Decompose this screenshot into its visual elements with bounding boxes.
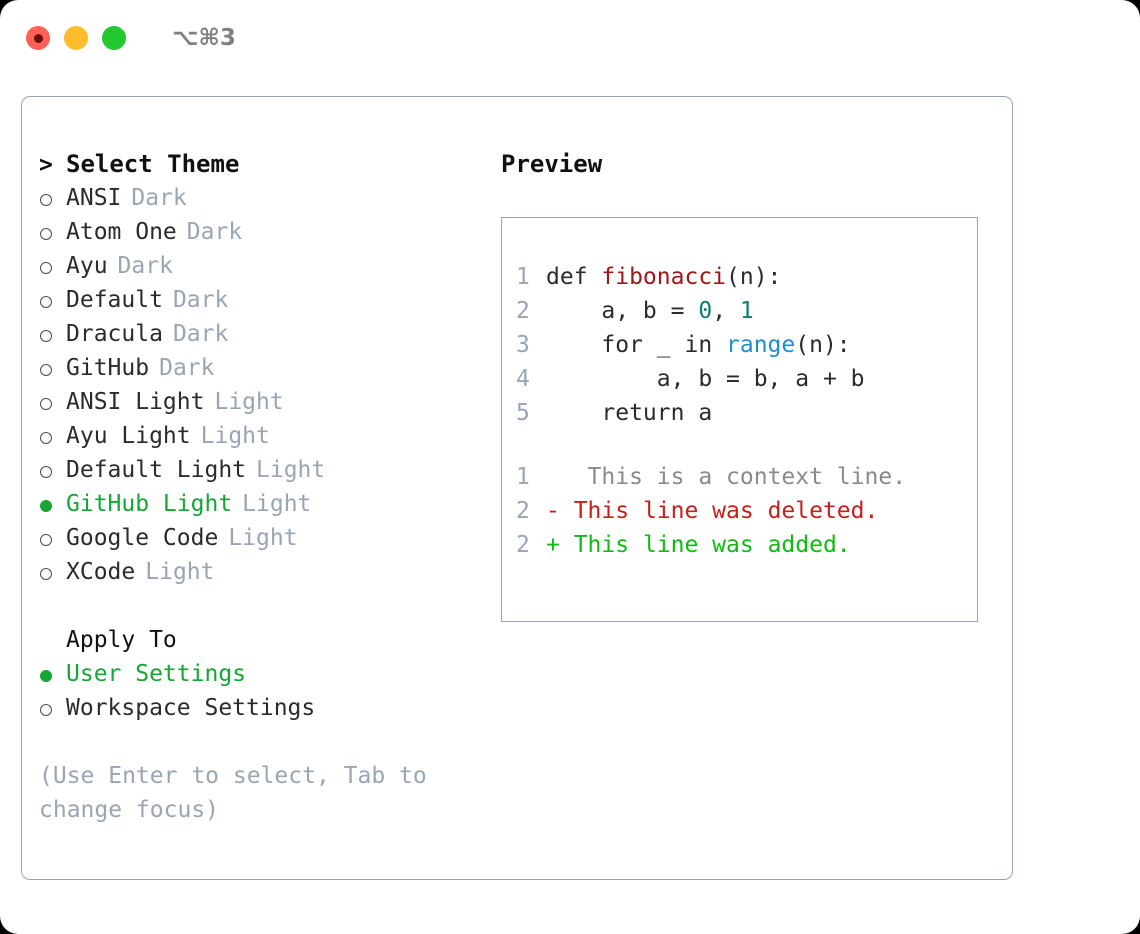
theme-name: GitHub xyxy=(66,355,150,381)
apply-to-option[interactable]: User Settings xyxy=(39,657,489,691)
title-bar: ⌥⌘3 xyxy=(0,0,1140,76)
theme-list-item[interactable]: GitHub Dark xyxy=(39,351,489,385)
code-token: range xyxy=(726,332,796,358)
theme-variant-label: Dark xyxy=(131,185,187,211)
theme-variant-label: Dark xyxy=(117,253,173,279)
preview-title: Preview xyxy=(501,150,603,178)
code-token: def xyxy=(546,264,602,290)
code-token: 0 xyxy=(698,298,713,324)
theme-name: Dracula xyxy=(66,321,163,347)
theme-name: Ayu xyxy=(66,253,108,279)
apply-to-option[interactable]: Workspace Settings xyxy=(39,691,489,725)
diff-text: This line was added. xyxy=(559,532,851,558)
theme-name: Default Light xyxy=(66,457,247,483)
traffic-light-group xyxy=(26,26,126,50)
code-token: 1 xyxy=(739,298,754,324)
line-number: 2 xyxy=(516,532,530,558)
diff-line: 2- This line was deleted. xyxy=(516,494,969,528)
line-number: 3 xyxy=(516,332,530,358)
diff-sign: + xyxy=(546,532,560,558)
code-line: 3 for _ in range(n): xyxy=(516,328,969,362)
theme-name: Default xyxy=(66,287,163,313)
theme-name: ANSI xyxy=(66,185,122,211)
line-number: 1 xyxy=(516,264,530,290)
theme-variant-label: Dark xyxy=(159,355,215,381)
theme-list-item[interactable]: Ayu Light Light xyxy=(39,419,489,453)
theme-name: Google Code xyxy=(66,525,219,551)
theme-list-item[interactable]: Dracula Dark xyxy=(39,317,489,351)
diff-text: This is a context line. xyxy=(559,464,907,490)
line-number: 4 xyxy=(516,366,530,392)
minimize-button[interactable] xyxy=(64,26,88,50)
line-number: 2 xyxy=(516,298,530,324)
code-token: for _ in xyxy=(546,332,727,358)
code-token: a, b = xyxy=(546,298,699,324)
line-number: 2 xyxy=(516,498,530,524)
theme-variant-label: Light xyxy=(200,423,270,449)
code-token: fibonacci xyxy=(601,264,727,290)
diff-sign xyxy=(546,464,560,490)
code-line: 1 def fibonacci(n): xyxy=(516,260,969,294)
code-line: 2 a, b = 0, 1 xyxy=(516,294,969,328)
diff-sample: 1 This is a context line.2- This line wa… xyxy=(516,460,969,562)
apply-to-label: User Settings xyxy=(66,661,247,687)
code-token: , xyxy=(712,298,740,324)
theme-variant-label: Light xyxy=(228,525,298,551)
theme-variant-label: Light xyxy=(242,491,312,517)
theme-list-item[interactable]: XCode Light xyxy=(39,555,489,589)
theme-list-item[interactable]: Default Light Light xyxy=(39,453,489,487)
theme-name: Ayu Light xyxy=(66,423,191,449)
theme-variant-label: Dark xyxy=(172,287,229,313)
theme-variant-label: Light xyxy=(214,389,284,415)
code-token: (n): xyxy=(726,264,782,290)
diff-line: 2 + This line was added. xyxy=(516,528,969,562)
line-number: 5 xyxy=(516,400,530,426)
theme-variant-label: Dark xyxy=(186,219,243,245)
theme-list-item[interactable]: Atom One Dark xyxy=(39,215,489,249)
diff-line: 1 This is a context line. xyxy=(516,460,969,494)
theme-variant-label: Light xyxy=(256,457,326,483)
theme-list-item[interactable]: GitHub Light Light xyxy=(39,487,489,521)
code-token: a, b = b, a + b xyxy=(546,366,865,392)
code-token: return a xyxy=(546,400,713,426)
keyboard-hint: (Use Enter to select, Tab to change focu… xyxy=(39,763,427,823)
maximize-button[interactable] xyxy=(102,26,126,50)
code-line: 4 a, b = b, a + b xyxy=(516,362,969,396)
diff-sign: - xyxy=(546,498,560,524)
theme-list-item[interactable]: Google Code Light xyxy=(39,521,489,555)
theme-variant-label: Light xyxy=(145,559,215,585)
theme-name: XCode xyxy=(66,559,136,585)
code-line: 5 return a xyxy=(516,396,969,430)
list-spacer xyxy=(39,589,489,623)
theme-list-item[interactable]: ANSI Dark xyxy=(39,181,489,215)
theme-variant-label: Dark xyxy=(172,321,229,347)
theme-list-item[interactable]: ANSI Light Light xyxy=(39,385,489,419)
close-button[interactable] xyxy=(26,26,50,50)
theme-list-item[interactable]: Default Dark xyxy=(39,283,489,317)
window-title: ⌥⌘3 xyxy=(172,25,236,51)
select-theme-header: > Select Theme xyxy=(39,147,489,181)
apply-to-label: Workspace Settings xyxy=(66,695,316,721)
line-number: 1 xyxy=(516,464,530,490)
theme-name: ANSI Light xyxy=(66,389,205,415)
select-theme-title: Select Theme xyxy=(66,150,240,178)
apply-to-header: Apply To xyxy=(66,627,177,653)
code-diff-separator xyxy=(516,430,969,460)
theme-list-item[interactable]: Ayu Dark xyxy=(39,249,489,283)
theme-name: Atom One xyxy=(66,219,177,245)
code-token: (n): xyxy=(795,332,851,358)
theme-name: GitHub Light xyxy=(66,491,233,517)
caret-icon: > xyxy=(39,152,53,178)
diff-text: This line was deleted. xyxy=(559,498,879,524)
